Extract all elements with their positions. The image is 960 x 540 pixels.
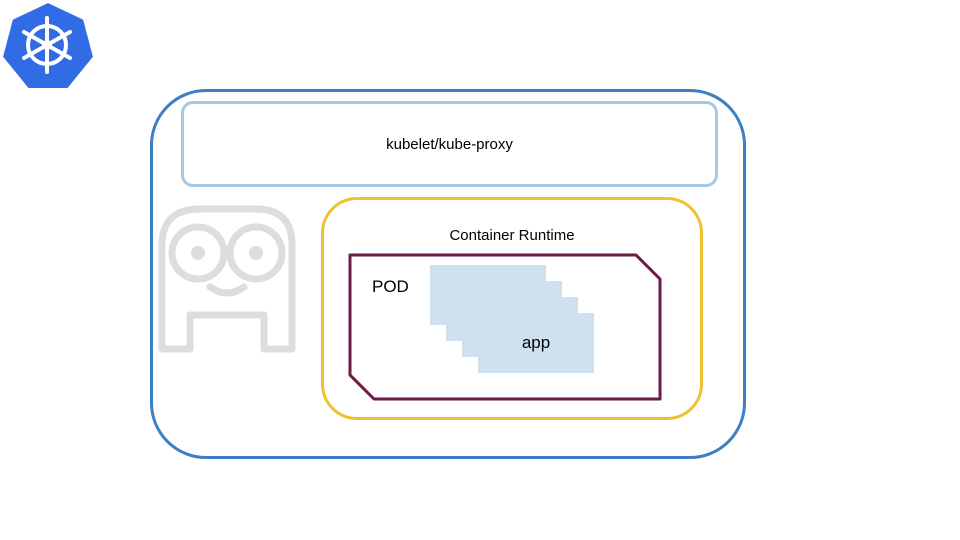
container-runtime-label: Container Runtime bbox=[449, 227, 575, 244]
container-runtime-box bbox=[321, 197, 703, 420]
node-box bbox=[150, 89, 746, 459]
kubelet-box bbox=[181, 101, 718, 187]
kubelet-label: kubelet/kube-proxy bbox=[386, 136, 513, 153]
app-label: app bbox=[521, 333, 551, 352]
app-container-card-front: app bbox=[478, 313, 594, 373]
node-mascot-icon bbox=[156, 205, 302, 362]
pod-label: POD bbox=[372, 277, 409, 296]
kubernetes-logo-icon bbox=[0, 0, 96, 97]
